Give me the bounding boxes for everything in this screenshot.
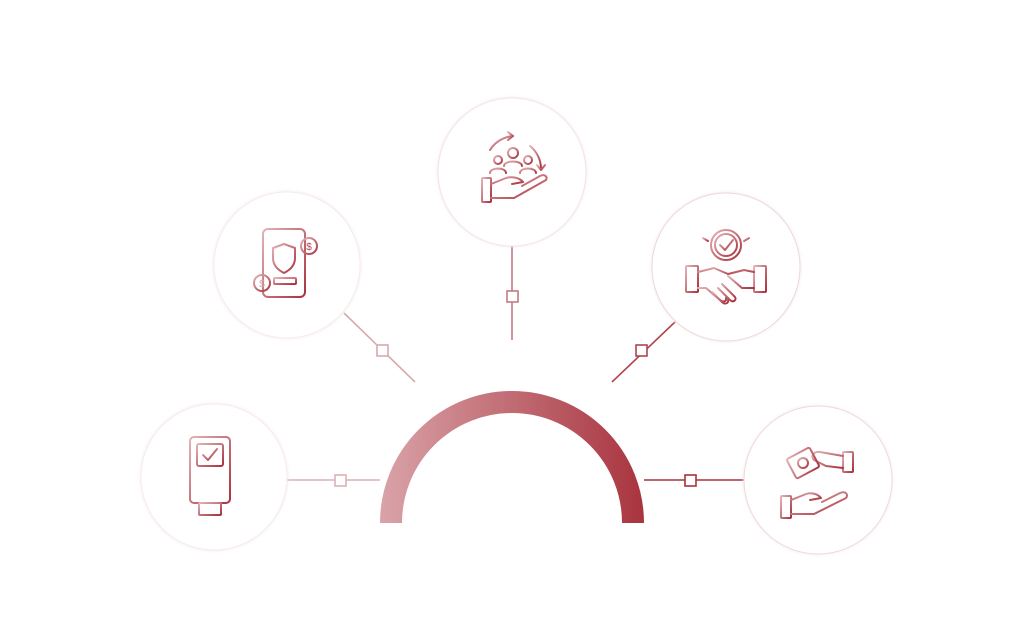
node-cash-payment [743,405,893,555]
hub-arc [380,391,644,524]
junction-square-payment-terminal [334,474,347,487]
svg-text:$: $ [306,242,312,253]
junction-square-mobile-insurance [376,344,389,357]
svg-text:$: $ [259,279,265,290]
node-customer-care [437,97,587,247]
cash-payment-icon [780,446,854,519]
node-circle [213,191,361,339]
junction-square-customer-care [506,290,519,303]
node-circle [437,97,587,247]
junction-square-cash-payment [684,474,697,487]
customer-care-icon [481,131,548,203]
node-payment-terminal [140,403,288,551]
node-circle [140,403,288,551]
node-agreement [651,192,801,342]
payment-terminal-icon [189,436,235,516]
mobile-insurance-icon: $ $ [253,228,318,298]
node-circle [743,405,893,555]
node-circle [651,192,801,342]
junction-square-agreement [635,344,648,357]
node-mobile-insurance: $ $ [213,191,361,339]
handshake-approved-icon [685,223,767,305]
